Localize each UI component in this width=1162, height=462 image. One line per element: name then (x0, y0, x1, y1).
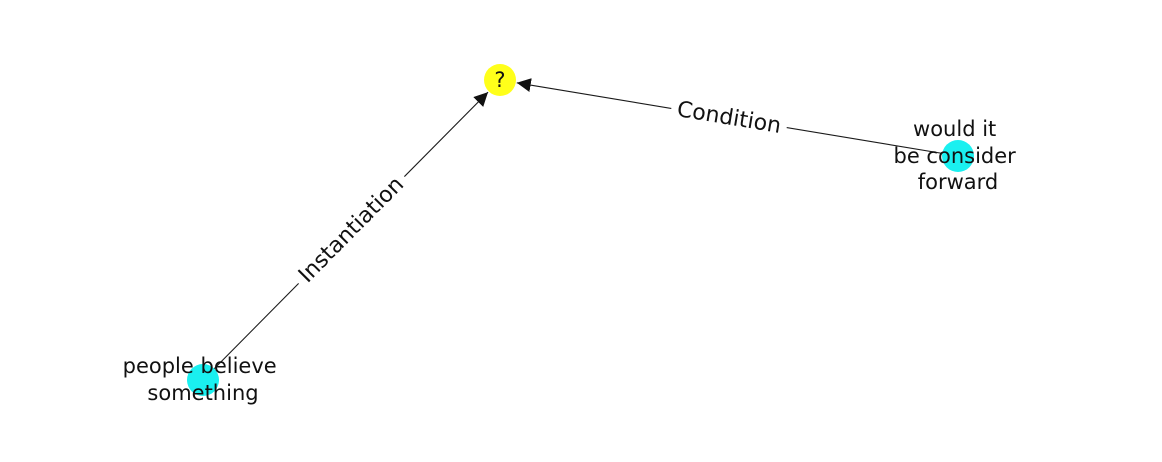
edge-instantiation-label-text: Instantiation (294, 172, 409, 288)
node-believe-circle (187, 364, 219, 396)
edges-layer: Instantiation Condition (202, 78, 959, 381)
node-question-label-line-1: ? (494, 68, 505, 92)
node-believe-label-line-2: something (147, 381, 258, 405)
edge-condition: Condition (516, 78, 959, 157)
edge-instantiation: Instantiation (202, 91, 489, 381)
node-believe-label: people believe something (123, 354, 284, 405)
nodes-layer: ? would it be consider forward people be… (123, 64, 1023, 405)
node-question-label: ? (494, 68, 505, 92)
edge-condition-label: Condition (668, 94, 790, 142)
node-consider-circle (942, 140, 974, 172)
node-believe-label-line-1: people believe (123, 354, 277, 378)
node-question: ? (484, 64, 516, 96)
node-consider-label-line-3: forward (918, 170, 999, 194)
node-consider-label: would it be consider forward (894, 117, 1023, 194)
node-consider-label-line-1: would it (913, 117, 996, 141)
edge-instantiation-label-background (288, 166, 415, 294)
node-consider: would it be consider forward (894, 117, 1023, 194)
node-believe: people believe something (123, 354, 284, 405)
edge-instantiation-label: Instantiation (288, 166, 415, 294)
edge-condition-label-background (668, 94, 790, 142)
node-question-circle (484, 64, 516, 96)
node-consider-label-line-2: be consider (894, 144, 1017, 168)
